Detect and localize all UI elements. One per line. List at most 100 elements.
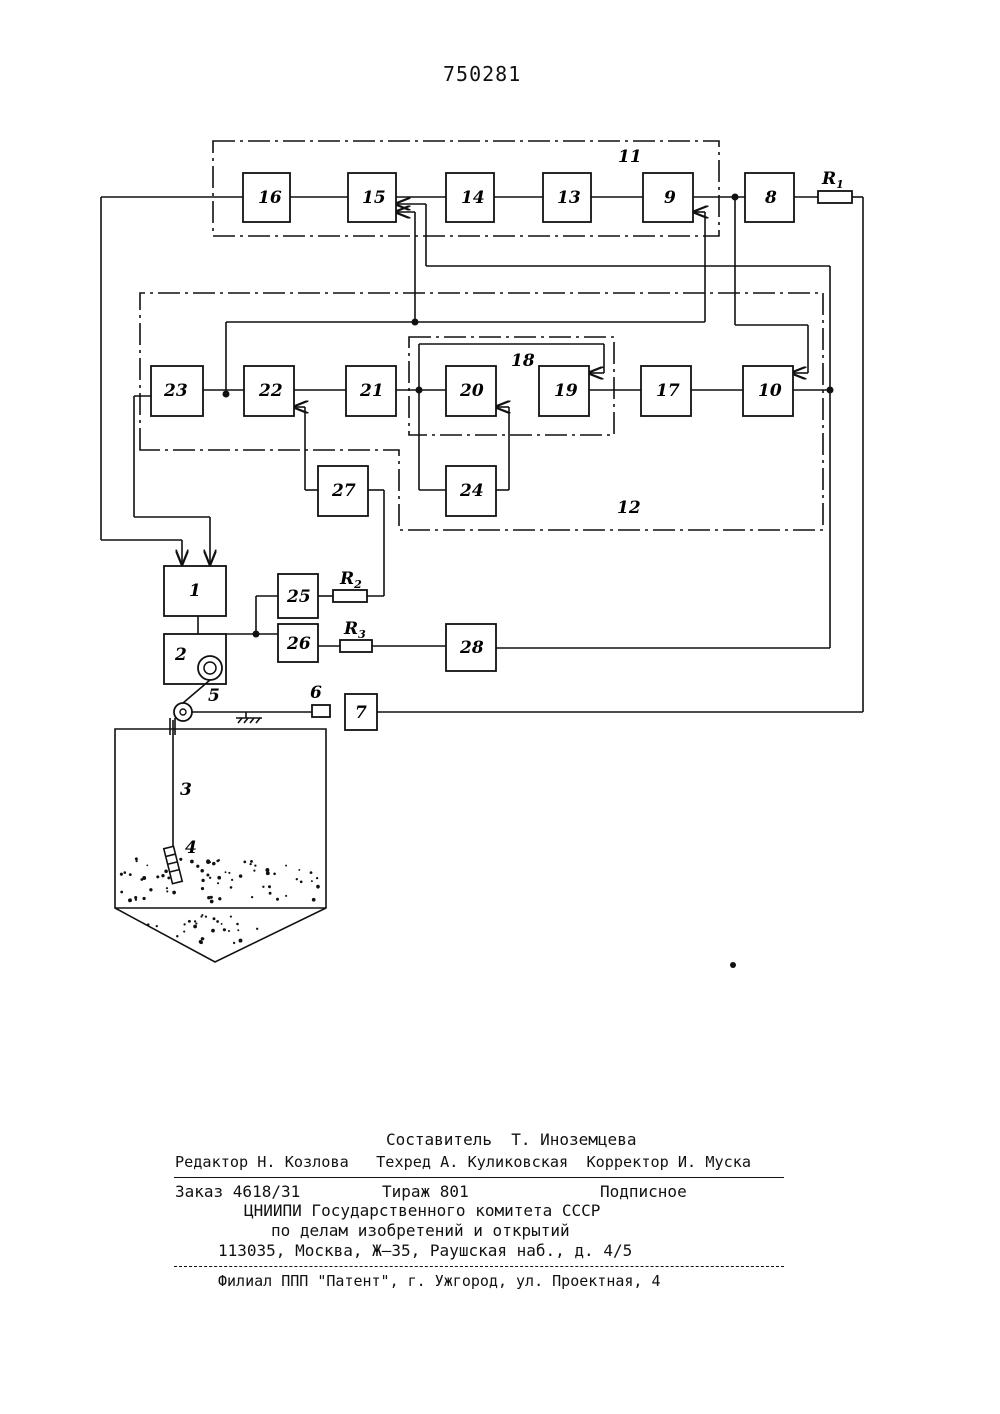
granule [268, 885, 271, 888]
granule [223, 928, 226, 931]
label-6: 6 [310, 683, 322, 703]
granule [237, 929, 239, 931]
block-14: 14 [446, 173, 494, 222]
block-24: 24 [446, 466, 496, 516]
block-9: 9 [643, 173, 693, 222]
granule [142, 897, 145, 900]
granule [194, 920, 196, 922]
footer-branch: Филиал ППП "Патент", г. Ужгород, ул. Про… [218, 1272, 661, 1290]
footer-subscription: Подписное [600, 1182, 687, 1201]
granule [183, 931, 185, 933]
granule [262, 886, 264, 888]
granule [228, 872, 230, 874]
granule [205, 915, 207, 917]
granule [254, 864, 256, 866]
granule [233, 942, 235, 944]
granule [179, 858, 182, 861]
block-1-label: 1 [189, 581, 201, 601]
granule [216, 860, 219, 863]
block-19-label: 19 [554, 381, 578, 401]
block-21: 21 [346, 366, 396, 416]
label-r1: R1 [821, 169, 844, 191]
granule [256, 928, 258, 930]
label-4: 4 [185, 838, 197, 858]
sensor-6 [312, 705, 330, 717]
label-5: 5 [208, 686, 220, 706]
block-26: 26 [278, 624, 318, 662]
block-27: 27 [318, 466, 368, 516]
granule [231, 879, 233, 881]
footer-rule-bottom [174, 1266, 784, 1267]
block-20-label: 20 [459, 381, 484, 401]
block-17-label: 17 [656, 381, 680, 401]
granule [200, 869, 204, 873]
block-25-label: 25 [286, 587, 311, 607]
granule [120, 873, 123, 876]
granule [310, 871, 313, 874]
granule [167, 876, 170, 879]
granule [312, 898, 316, 902]
block-26-label: 26 [286, 634, 311, 654]
block-8: 8 [745, 173, 794, 222]
block-1: 1 [164, 566, 226, 616]
hopper [115, 729, 326, 962]
granule [230, 886, 233, 889]
label-18: 18 [511, 351, 535, 371]
block-7-label: 7 [355, 703, 367, 723]
granule [201, 887, 204, 890]
granule [269, 892, 272, 895]
block-28: 28 [446, 624, 496, 671]
granule [298, 869, 300, 871]
granule [172, 891, 176, 895]
granule [135, 899, 137, 901]
block-7: 7 [345, 694, 377, 730]
granule [156, 875, 159, 878]
block-20: 20 [446, 366, 496, 416]
granule [316, 877, 318, 879]
granule [225, 871, 227, 873]
granule [161, 874, 164, 877]
block-15-label: 15 [362, 188, 386, 208]
granule [183, 923, 185, 925]
block-16: 16 [243, 173, 290, 222]
granule [317, 887, 319, 889]
granule [209, 877, 211, 879]
granule [285, 895, 287, 897]
granule [176, 935, 178, 937]
block-17: 17 [641, 366, 691, 416]
label-11: 11 [618, 147, 642, 167]
granule [195, 923, 197, 925]
granule [120, 891, 123, 894]
block-10-label: 10 [758, 381, 782, 401]
granule [251, 896, 253, 898]
granule [218, 897, 221, 900]
label-r2: R2 [339, 569, 362, 591]
footer-circulation: Тираж 801 [382, 1182, 469, 1201]
granule [230, 916, 232, 918]
granule [228, 930, 230, 932]
resistor-r2 [333, 590, 367, 602]
footer-composer: Составитель Т. Иноземцева [386, 1130, 636, 1149]
granule [140, 878, 143, 881]
probe-4 [164, 846, 182, 883]
granule [249, 863, 251, 865]
bulk-material [120, 857, 320, 944]
block-19: 19 [539, 366, 589, 416]
granule [217, 882, 219, 884]
granule [164, 870, 168, 874]
granule [253, 870, 255, 872]
footer-org1: ЦНИИПИ Государственного комитета СССР [244, 1201, 600, 1220]
granule [200, 916, 202, 918]
block-23-label: 23 [163, 381, 188, 401]
granule [206, 859, 210, 863]
granule [273, 873, 276, 876]
pulley-icon [174, 703, 192, 721]
block-14-label: 14 [461, 188, 485, 208]
footer-org2: по делам изобретений и открытий [271, 1221, 570, 1240]
footer-address: 113035, Москва, Ж–35, Раушская наб., д. … [218, 1241, 632, 1260]
granule [193, 925, 197, 929]
ground-mount-icon [236, 712, 262, 723]
block-25: 25 [278, 574, 318, 618]
block-2-label: 2 [174, 645, 187, 665]
block-22-label: 22 [258, 381, 283, 401]
